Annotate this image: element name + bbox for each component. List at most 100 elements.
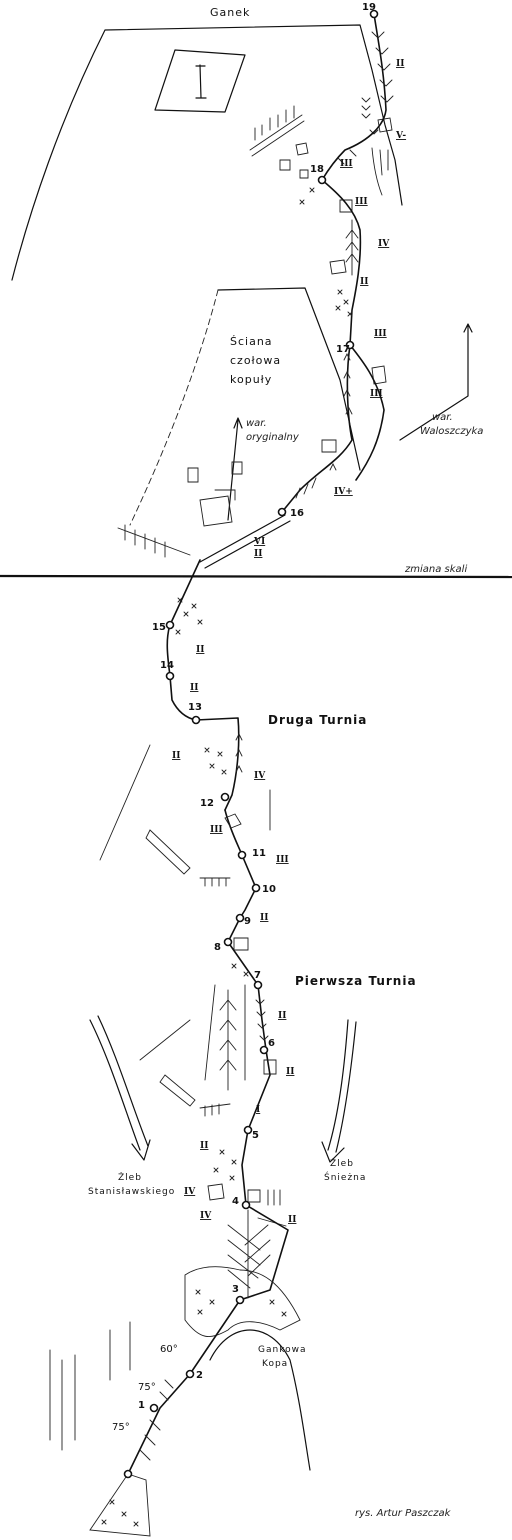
- grade-7: II: [278, 1011, 286, 1021]
- dome-left-dashed: [129, 289, 219, 526]
- scale-change-line: [0, 574, 512, 579]
- x-marks-13: [204, 747, 227, 775]
- grade-6: II: [286, 1067, 294, 1077]
- arrows-7-6: [255, 999, 269, 1041]
- grade-iv-3: IV: [254, 771, 266, 781]
- tree-marks-pierwsza: [219, 989, 237, 1091]
- start-slope: [89, 1473, 151, 1537]
- station-10: [251, 883, 261, 893]
- route-18-17: [321, 179, 362, 346]
- station-19-label: 19: [362, 2, 376, 13]
- label-war-oryg-1: war.: [246, 418, 267, 429]
- station-5: [243, 1125, 253, 1135]
- station-17: [345, 340, 355, 350]
- grade-ii-5: II: [200, 1141, 208, 1151]
- blocks-4: [207, 1183, 287, 1227]
- station-16: [277, 507, 287, 517]
- gankowa-hill: [209, 1329, 311, 1471]
- label-druga-turnia: Druga Turnia: [268, 713, 367, 727]
- grade-10: II: [260, 913, 268, 923]
- ledge-left-6: [159, 1074, 231, 1117]
- station-14: [165, 671, 175, 681]
- grade-18a: III: [340, 159, 353, 169]
- station-9: [235, 913, 245, 923]
- ramp-16: [199, 514, 291, 569]
- route-13-12: [195, 717, 240, 811]
- slope-lines-lower: [49, 1321, 131, 1451]
- label-zleb-sn-1: Żleb: [330, 1158, 354, 1169]
- label-ganek: Ganek: [210, 6, 250, 19]
- route-5-4: [241, 1129, 249, 1206]
- station-9-label: 9: [244, 916, 251, 927]
- station-16-label: 16: [290, 508, 304, 519]
- station-start: [123, 1469, 133, 1479]
- station-1: [149, 1403, 159, 1413]
- arrow-oryginalny: [227, 417, 243, 521]
- hatching-upper: [249, 105, 305, 157]
- route-scale-15: [166, 559, 201, 721]
- station-19: [369, 9, 379, 19]
- station-11-label: 11: [252, 848, 266, 859]
- route-17-16: [281, 344, 353, 513]
- dome-blocks: [187, 461, 243, 527]
- angle-60: 60°: [160, 1344, 178, 1355]
- x-marks-7: [231, 963, 249, 977]
- grade-iv-1: IV: [378, 239, 390, 249]
- station-4-label: 4: [232, 1196, 239, 1207]
- station-3: [235, 1295, 245, 1305]
- ledge-hatch: [117, 477, 317, 558]
- station-14-label: 14: [160, 660, 174, 671]
- station-13: [191, 715, 201, 725]
- label-war-wal-2: Waloszczyka: [420, 426, 483, 437]
- grade-14: II: [190, 683, 198, 693]
- grade-ii-2: II: [254, 549, 262, 559]
- grade-iv-5: IV: [200, 1211, 212, 1221]
- station-15: [165, 620, 175, 630]
- station-8-label: 8: [214, 942, 221, 953]
- belay-stations: 19 18 17 16 15 14 13 12 11 10 9 8 7 6 5 …: [123, 2, 379, 1479]
- station-10-label: 10: [262, 884, 276, 895]
- grades: II V- III III IV II III III IV+ VI II II…: [172, 59, 406, 1225]
- grade-15: II: [196, 645, 204, 655]
- grade-iii-3: III: [210, 825, 223, 835]
- grade-iii-2: III: [370, 389, 383, 399]
- x-marks-start: [101, 1499, 139, 1527]
- label-sciana-2: czołowa: [230, 354, 281, 367]
- grade-ii-6: II: [288, 1215, 296, 1225]
- ganek-outline: [11, 24, 403, 281]
- station-7: [253, 980, 263, 990]
- grade-vi: VI: [253, 537, 265, 547]
- station-17-label: 17: [336, 344, 350, 355]
- grade-iii-4: III: [276, 855, 289, 865]
- station-18-label: 18: [310, 164, 324, 175]
- tree-marks-upper: [345, 219, 359, 276]
- label-zleb-stan-2: Stanisławskiego: [88, 1187, 175, 1197]
- label-sciana-1: Ściana: [230, 335, 273, 348]
- label-zmiana-skali: zmiana skali: [404, 564, 467, 575]
- label-sciana-3: kopuły: [230, 373, 272, 386]
- station-5-label: 5: [252, 1130, 259, 1141]
- station-13-label: 13: [188, 702, 202, 713]
- label-war-oryg-2: oryginalny: [246, 432, 300, 443]
- station-6: [259, 1045, 269, 1055]
- pierwsza-outline: [139, 984, 246, 1081]
- grade-i: I: [256, 1105, 260, 1115]
- station-7-label: 7: [254, 970, 261, 981]
- x-marks-upper: [299, 187, 353, 317]
- label-credit: rys. Artur Paszczak: [355, 1508, 452, 1519]
- slab-rectangle: [154, 49, 246, 113]
- label-zleb-sn-2: Śnieżna: [324, 1171, 366, 1183]
- station-2: [185, 1369, 195, 1379]
- x-field-3: [184, 1266, 301, 1337]
- chevron-field-3: [227, 1209, 271, 1299]
- label-war-wal-1: war.: [432, 412, 453, 423]
- chevrons-lower: [139, 1379, 174, 1461]
- block-ledge-12: [145, 813, 242, 887]
- station-12: [220, 792, 230, 802]
- label-pierwsza-turnia: Pierwsza Turnia: [295, 974, 417, 988]
- block-8: [233, 937, 249, 951]
- couloir-sniez-arrow: [321, 1019, 357, 1163]
- station-2-label: 2: [196, 1370, 203, 1381]
- grade-ii-3: II: [172, 751, 180, 761]
